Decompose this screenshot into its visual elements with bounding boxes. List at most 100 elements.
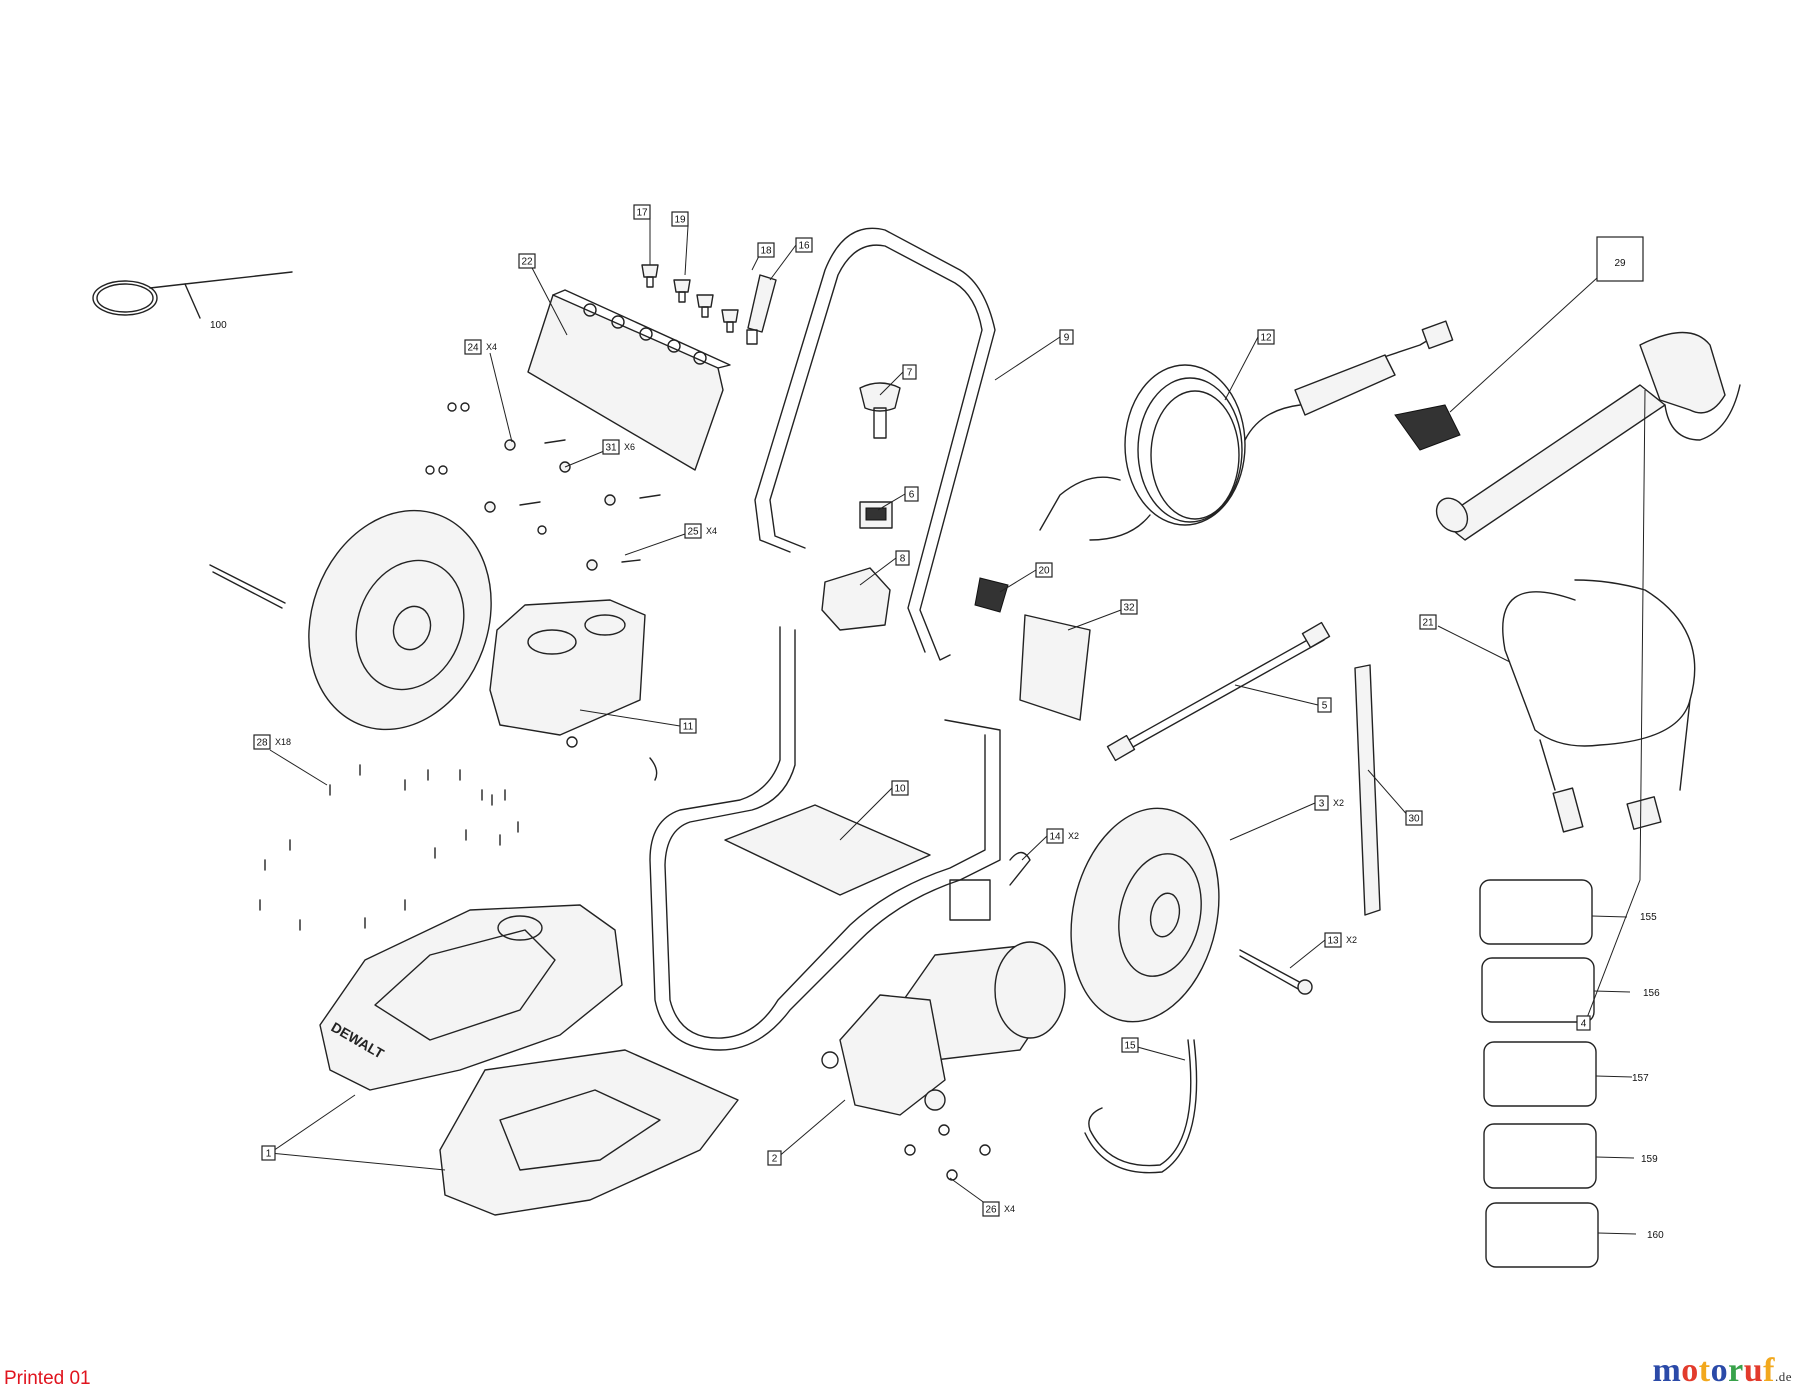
watermark-letter: m (1652, 1352, 1682, 1389)
callout-16: 16 (795, 237, 813, 253)
hardware-screws-28 (259, 764, 519, 931)
printed-label: Printed 01 (4, 1368, 91, 1389)
part-20-badge (974, 577, 1009, 613)
part-1-shroud-base (439, 1049, 739, 1216)
part-number-157: 157 (1632, 1073, 1649, 1084)
part-number-100: 100 (210, 320, 227, 331)
part-9-handle (754, 227, 996, 661)
callout-box (982, 1201, 1000, 1217)
part-12-power-cord (1039, 320, 1454, 541)
watermark-letters: motoruf (1652, 1352, 1775, 1389)
callout-box (261, 1145, 276, 1161)
callout-number: 10 (894, 784, 906, 795)
callout-box (1121, 1037, 1139, 1053)
callout-number: 16 (798, 241, 810, 252)
part-2-pump-motor (821, 941, 1066, 1181)
callout-box (1596, 236, 1644, 282)
callout-box (891, 780, 909, 796)
callout-3: 3 X2 (1314, 795, 1344, 811)
callout-18: 18 (757, 242, 775, 258)
part-21-hose (1502, 579, 1696, 833)
callout-number: 19 (674, 215, 686, 226)
watermark-letter: o (1710, 1352, 1729, 1389)
callout-number: 22 (521, 257, 533, 268)
part-14-clip-pin (1009, 851, 1031, 886)
callout-quantity: X6 (624, 442, 635, 452)
leader-lines (269, 218, 1646, 1235)
part-7-knob (859, 382, 901, 439)
callout-quantity: X4 (486, 342, 497, 352)
callout-12: 12 (1257, 329, 1275, 345)
callout-box (518, 253, 536, 269)
callout-6: 6 (904, 486, 919, 502)
callout-box (1405, 810, 1423, 826)
callout-5: 5 (1317, 697, 1332, 713)
callout-box (1419, 614, 1437, 630)
callout-13: 13 X2 (1324, 932, 1357, 948)
part-100-cleaning-wire (92, 271, 293, 319)
callout-box (1257, 329, 1275, 345)
part-15-siphon-tube (1084, 1039, 1198, 1174)
callout-number: 1 (266, 1149, 272, 1160)
callout-box (602, 439, 620, 455)
callout-22: 22 (518, 253, 536, 269)
callout-number: 9 (1064, 333, 1070, 344)
callout-box (671, 211, 689, 227)
callout-box (1314, 795, 1329, 811)
part-frame (649, 626, 1001, 1051)
callout-1: 1 (261, 1145, 276, 1161)
part-number-155: 155 (1640, 912, 1657, 923)
part-13-axle (1239, 949, 1313, 995)
callout-number: 12 (1260, 333, 1272, 344)
callout-box (1576, 1015, 1591, 1031)
callout-15: 15 (1121, 1037, 1139, 1053)
callout-17: 17 (633, 204, 651, 220)
hardware-fasteners (425, 402, 661, 571)
callout-number: 21 (1422, 618, 1434, 629)
callout-19: 19 (671, 211, 689, 227)
callout-number: 11 (683, 722, 694, 733)
callout-number: 4 (1581, 1019, 1587, 1030)
callout-box (679, 718, 697, 734)
callout-number: 26 (985, 1205, 997, 1216)
callout-7: 7 (902, 364, 917, 380)
callout-number: 20 (1038, 566, 1050, 577)
part-number-160: 160 (1647, 1230, 1664, 1241)
watermark-letter: o (1681, 1352, 1699, 1389)
part-30-strap (1354, 664, 1381, 916)
callout-number: 13 (1327, 936, 1339, 947)
callout-number: 25 (687, 527, 699, 538)
callout-number: 8 (900, 554, 906, 565)
callout-number: 3 (1319, 799, 1325, 810)
part-number-156: 156 (1643, 988, 1660, 999)
part-32-bracket (1019, 614, 1091, 721)
callout-quantity: X2 (1333, 798, 1344, 808)
callout-box (684, 523, 702, 539)
callout-number: 29 (1614, 258, 1626, 269)
part-29-trigger-lock (1394, 404, 1461, 451)
callout-box (1059, 329, 1074, 345)
part-left-wheel (209, 509, 492, 731)
callout-number: 5 (1322, 701, 1328, 712)
part-8-switch-box (821, 567, 891, 631)
callout-21: 21 (1419, 614, 1437, 630)
part-3-right-wheel (1070, 807, 1220, 1023)
callout-quantity: X2 (1068, 831, 1079, 841)
watermark-letter: f (1763, 1352, 1775, 1389)
callout-29: 29 (1596, 236, 1644, 282)
callout-box (1317, 697, 1332, 713)
callout-number: 17 (636, 208, 648, 219)
callout-box (757, 242, 775, 258)
callout-number: 7 (907, 368, 913, 379)
watermark-letter: t (1698, 1352, 1711, 1389)
callout-quantity: X2 (1346, 935, 1357, 945)
part-1-shroud-top (319, 904, 623, 1091)
callout-number: 18 (760, 246, 772, 257)
callout-box (1035, 562, 1053, 578)
callout-2: 2 (767, 1150, 782, 1166)
